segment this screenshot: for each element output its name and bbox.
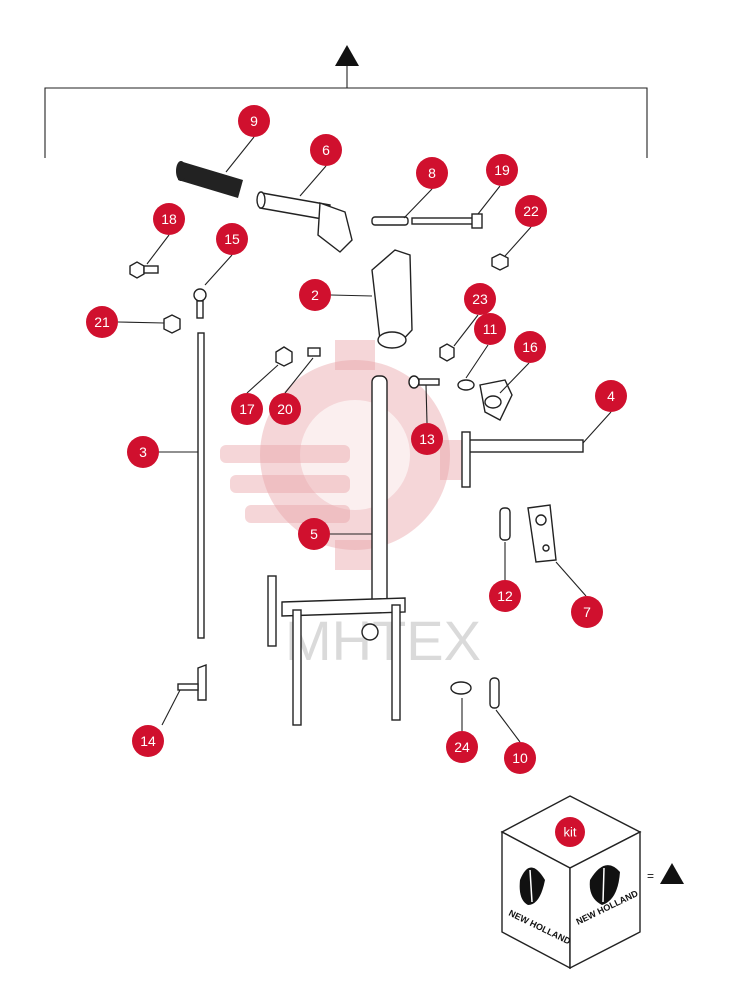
- part-17-nut: [275, 346, 293, 367]
- part-7-plate: [527, 504, 557, 563]
- part-16-flange: [479, 379, 513, 421]
- kit-cube: kit NEW HOLLAND NEW HOLLAND: [500, 795, 642, 970]
- svg-text:21: 21: [94, 314, 110, 330]
- callout-24: 24: [446, 731, 478, 763]
- svg-text:12: 12: [497, 588, 513, 604]
- new-holland-leaf-logo-left: [519, 867, 545, 905]
- new-holland-leaf-logo-right: [589, 865, 620, 905]
- svg-text:23: 23: [472, 291, 488, 307]
- callout-16: 16: [514, 331, 546, 363]
- callout-3: 3: [127, 436, 159, 468]
- part-21-nut: [163, 314, 181, 334]
- callout-19: 19: [486, 154, 518, 186]
- part-11-washer: [457, 379, 475, 391]
- callout-14: 14: [132, 725, 164, 757]
- callout-2: 2: [299, 279, 331, 311]
- part-5-main-lever: [267, 375, 406, 726]
- part-23-nut: [439, 343, 455, 362]
- svg-text:20: 20: [277, 401, 293, 417]
- part-15-eye-bolt: [193, 288, 207, 319]
- svg-text:16: 16: [522, 339, 538, 355]
- part-9-grip: [176, 161, 243, 198]
- part-22-nut: [491, 253, 509, 271]
- kit-equals-sign: =: [647, 869, 654, 883]
- part-6-handle-tube: [256, 191, 353, 253]
- leader-lines: [117, 136, 612, 743]
- svg-text:6: 6: [322, 142, 330, 158]
- svg-text:19: 19: [494, 162, 510, 178]
- watermark-text: MHTEX: [285, 609, 481, 672]
- callout-9: 9: [238, 105, 270, 137]
- part-10-spring-pin: [489, 677, 500, 709]
- kit-label: kit: [564, 825, 577, 840]
- callout-18: 18: [153, 203, 185, 235]
- part-12-roll-pin: [499, 507, 511, 541]
- part-19-bolt: [411, 213, 483, 229]
- assembly-triangle-icon: [335, 45, 359, 66]
- svg-text:2: 2: [311, 287, 319, 303]
- svg-text:9: 9: [250, 113, 258, 129]
- callout-20: 20: [269, 393, 301, 425]
- part-24-washer: [450, 681, 472, 695]
- svg-text:5: 5: [310, 526, 318, 542]
- callout-12: 12: [489, 580, 521, 612]
- part-18-bolt: [129, 261, 159, 279]
- callout-5: 5: [298, 518, 330, 550]
- part-14-clevis: [177, 663, 207, 701]
- callout-21: 21: [86, 306, 118, 338]
- callout-13: 13: [411, 423, 443, 455]
- part-2-bracket: [371, 249, 413, 349]
- callout-15: 15: [216, 223, 248, 255]
- svg-text:15: 15: [224, 231, 240, 247]
- callout-4: 4: [595, 380, 627, 412]
- callout-7: 7: [571, 596, 603, 628]
- part-13-bolt: [408, 375, 440, 389]
- assembly-bracket: [44, 66, 648, 158]
- watermark-gear-logo: [220, 340, 470, 570]
- callout-10: 10: [504, 742, 536, 774]
- callout-22: 22: [515, 195, 547, 227]
- callout-6: 6: [310, 134, 342, 166]
- kit-triangle-icon: [660, 863, 684, 884]
- part-20-set-screw: [307, 347, 321, 357]
- svg-text:8: 8: [428, 165, 436, 181]
- svg-text:10: 10: [512, 750, 528, 766]
- svg-text:3: 3: [139, 444, 147, 460]
- callout-8: 8: [416, 157, 448, 189]
- part-3-threaded-rod: [197, 332, 205, 639]
- svg-text:4: 4: [607, 388, 615, 404]
- svg-text:18: 18: [161, 211, 177, 227]
- svg-text:13: 13: [419, 431, 435, 447]
- svg-text:22: 22: [523, 203, 539, 219]
- callout-17: 17: [231, 393, 263, 425]
- svg-text:17: 17: [239, 401, 255, 417]
- svg-text:14: 14: [140, 733, 156, 749]
- svg-text:7: 7: [583, 604, 591, 620]
- part-8-pin: [371, 216, 409, 226]
- part-4-shaft: [461, 431, 584, 488]
- svg-text:24: 24: [454, 739, 470, 755]
- callout-11: 11: [474, 313, 506, 345]
- callout-23: 23: [464, 283, 496, 315]
- svg-text:11: 11: [483, 321, 498, 337]
